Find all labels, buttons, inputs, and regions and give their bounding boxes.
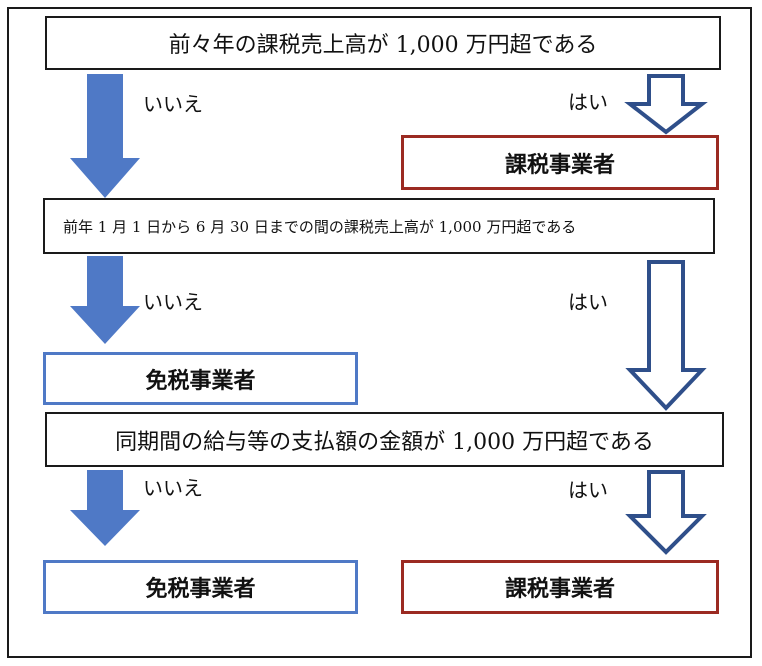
taxable-result-1-text: 課税事業者 [504,152,615,178]
exempt-result-2: 免税事業者 [43,560,358,614]
question-2-box: 前年 1 月 1 日から 6 月 30 日までの間の課税売上高が 1,000 万… [43,198,715,254]
question-1-text: 前々年の課税売上高が 1,000 万円超である [168,33,598,58]
exempt-result-2-text: 免税事業者 [145,577,256,602]
yes-label-3: はい [568,478,608,502]
no-label-3: いいえ [143,476,203,500]
no-label-2: いいえ [143,290,203,314]
diagram-frame [7,7,752,658]
question-3-text: 同期間の給与等の支払額の金額が 1,000 万円超である [115,429,654,455]
taxable-result-1: 課税事業者 [401,135,719,190]
no-label-1: いいえ [143,92,203,116]
question-1-box: 前々年の課税売上高が 1,000 万円超である [45,16,721,70]
yes-arrow-3 [625,470,707,555]
no-arrow-3 [70,470,140,546]
yes-arrow-1 [624,74,708,135]
no-arrow-2 [70,256,140,344]
question-2-text: 前年 1 月 1 日から 6 月 30 日までの間の課税売上高が 1,000 万… [63,217,577,236]
yes-label-1: はい [568,90,608,114]
exempt-result-1: 免税事業者 [43,352,358,405]
yes-label-2: はい [568,290,608,314]
taxable-result-2-text: 課税事業者 [504,577,615,602]
yes-arrow-2 [625,260,707,411]
exempt-result-1-text: 免税事業者 [145,368,256,394]
question-3-box: 同期間の給与等の支払額の金額が 1,000 万円超である [45,412,724,467]
no-arrow-1 [70,74,140,198]
taxable-result-2: 課税事業者 [401,560,719,614]
